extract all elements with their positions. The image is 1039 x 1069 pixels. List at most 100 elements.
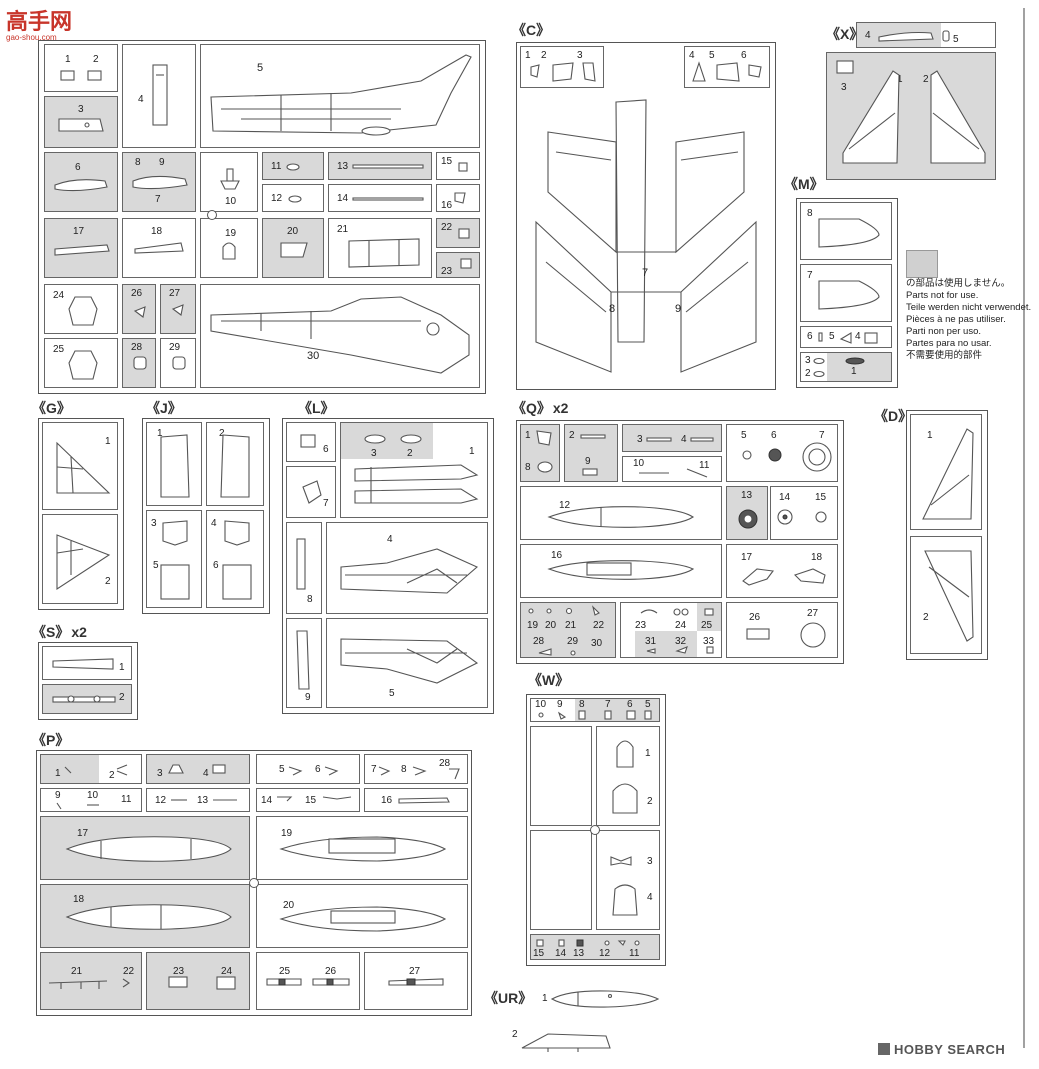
part-q-23-33-shapes bbox=[640, 608, 714, 654]
part-27-shape bbox=[171, 304, 184, 316]
brand-name: HOBBY SEARCH bbox=[894, 1042, 1006, 1057]
part-number: 17 bbox=[741, 552, 753, 563]
part-cell-p-20: 20 bbox=[256, 884, 468, 948]
part-cell-q-13: 13 bbox=[726, 486, 768, 540]
part-ur-1-tank bbox=[550, 990, 660, 1008]
part-14-shape bbox=[352, 197, 424, 201]
part-cell-m-7: 7 bbox=[800, 264, 892, 322]
part-number: 4 bbox=[647, 892, 653, 903]
sprue-label-c: 《C》 bbox=[512, 22, 551, 38]
part-20-shape bbox=[280, 242, 308, 258]
part-number: 3 bbox=[647, 856, 653, 867]
part-q-26-27-shapes bbox=[746, 622, 826, 648]
part-number: 15 bbox=[815, 492, 827, 503]
part-number: 4 bbox=[211, 518, 217, 529]
part-number: 12 bbox=[271, 193, 283, 204]
part-number: 23 bbox=[441, 266, 453, 277]
part-number: 8 bbox=[401, 764, 407, 775]
part-4-shape bbox=[152, 64, 168, 126]
part-number: 27 bbox=[807, 608, 819, 619]
part-cell-14: 14 bbox=[328, 184, 432, 212]
part-number: 30 bbox=[307, 350, 320, 362]
part-number: 21 bbox=[71, 966, 83, 977]
sprue-label-d: 《D》 bbox=[874, 408, 913, 424]
part-l-8-shape bbox=[296, 538, 306, 590]
part-number: 6 bbox=[771, 430, 777, 441]
part-number: 1 bbox=[119, 662, 125, 673]
part-j-4-6-shapes bbox=[222, 520, 252, 600]
part-number: 3 bbox=[841, 82, 847, 93]
part-p-17-tank bbox=[65, 836, 232, 862]
sprue-label-q: 《Q》x2 bbox=[512, 398, 568, 418]
part-number: 27 bbox=[409, 966, 421, 977]
part-number: 9 bbox=[55, 790, 61, 801]
sprue-label-w: 《W》 bbox=[528, 672, 570, 688]
part-number: 3 bbox=[157, 768, 163, 779]
part-p-21-22-shapes bbox=[48, 978, 130, 989]
part-l-9-shape bbox=[296, 630, 310, 690]
part-number: 26 bbox=[131, 288, 143, 299]
part-x-wings bbox=[836, 60, 986, 164]
part-number: 5 bbox=[953, 34, 959, 45]
part-1-shape bbox=[60, 70, 102, 81]
part-cell-s-2: 2 bbox=[42, 684, 132, 714]
part-x-4-5-shapes bbox=[878, 30, 950, 42]
part-15-shape bbox=[458, 162, 468, 172]
part-number: 1 bbox=[645, 748, 651, 759]
sprue-label-x: 《X》 bbox=[826, 26, 864, 42]
part-cell-s-1: 1 bbox=[42, 646, 132, 680]
part-number: 27 bbox=[169, 288, 181, 299]
part-3-shape bbox=[58, 118, 104, 132]
part-number: 1 bbox=[897, 74, 903, 85]
part-number: 29 bbox=[169, 342, 181, 353]
part-number: 3 bbox=[637, 434, 643, 445]
part-number: 8 bbox=[135, 157, 141, 168]
part-p-9-11-shapes bbox=[56, 802, 99, 810]
part-cell-11: 11 bbox=[262, 152, 324, 180]
part-number: 10 bbox=[225, 196, 237, 207]
part-l-7-shape bbox=[302, 480, 322, 504]
part-c-wing-assembly bbox=[535, 99, 757, 373]
part-cell-25: 25 bbox=[44, 338, 118, 388]
part-w-11-15-shapes bbox=[536, 939, 640, 947]
part-number: 12 bbox=[559, 500, 571, 511]
part-p-23-24-shapes bbox=[168, 976, 236, 990]
part-cell-d-2: 2 bbox=[910, 536, 982, 654]
part-cell-d-1: 1 bbox=[910, 414, 982, 530]
part-g-1-shape bbox=[56, 441, 111, 494]
part-c-4-6-shapes bbox=[692, 61, 762, 82]
part-cell-l-8: 8 bbox=[286, 522, 322, 614]
part-number: 15 bbox=[533, 948, 545, 959]
part-d-1-shape bbox=[922, 428, 974, 520]
part-cell-l-5: 5 bbox=[326, 618, 488, 708]
part-number: 8 bbox=[609, 303, 616, 315]
part-cell-p-27: 27 bbox=[364, 952, 468, 1010]
part-cell-13: 13 bbox=[328, 152, 432, 180]
sprue-gate bbox=[590, 825, 600, 835]
part-cell-w-empty-a bbox=[530, 726, 592, 826]
part-cell-w-1-2: 1 2 bbox=[596, 726, 660, 826]
part-cell-p-1-2: 1 2 bbox=[40, 754, 142, 784]
part-12-shape bbox=[288, 195, 302, 203]
part-w-3-4-shapes bbox=[610, 856, 638, 916]
legend-it: Parti non per uso. bbox=[906, 326, 981, 337]
part-number: 8 bbox=[525, 462, 531, 473]
part-number: 2 bbox=[105, 576, 111, 587]
part-g-2-shape bbox=[56, 534, 111, 591]
part-cell-w-5-10: 10 9 8 7 6 5 bbox=[530, 698, 660, 722]
part-number: 15 bbox=[305, 795, 317, 806]
part-number: 6 bbox=[323, 444, 329, 455]
part-cell-p-7-28: 7 8 28 bbox=[364, 754, 468, 784]
part-cell-p-19: 19 bbox=[256, 816, 468, 880]
part-cell-q-12: 12 bbox=[520, 486, 722, 540]
part-cell-22: 22 bbox=[436, 218, 480, 248]
part-number: 4 bbox=[387, 534, 393, 545]
part-cell-q-14-15: 14 15 bbox=[770, 486, 838, 540]
part-s-2-shape bbox=[52, 695, 116, 703]
part-q-2-9-shapes bbox=[580, 434, 606, 476]
part-number: 2 bbox=[512, 1029, 518, 1040]
part-number: 19 bbox=[527, 620, 539, 631]
part-number: 1 bbox=[525, 50, 531, 61]
part-cell-l-6: 6 bbox=[286, 422, 336, 462]
part-number: 28 bbox=[533, 636, 545, 647]
